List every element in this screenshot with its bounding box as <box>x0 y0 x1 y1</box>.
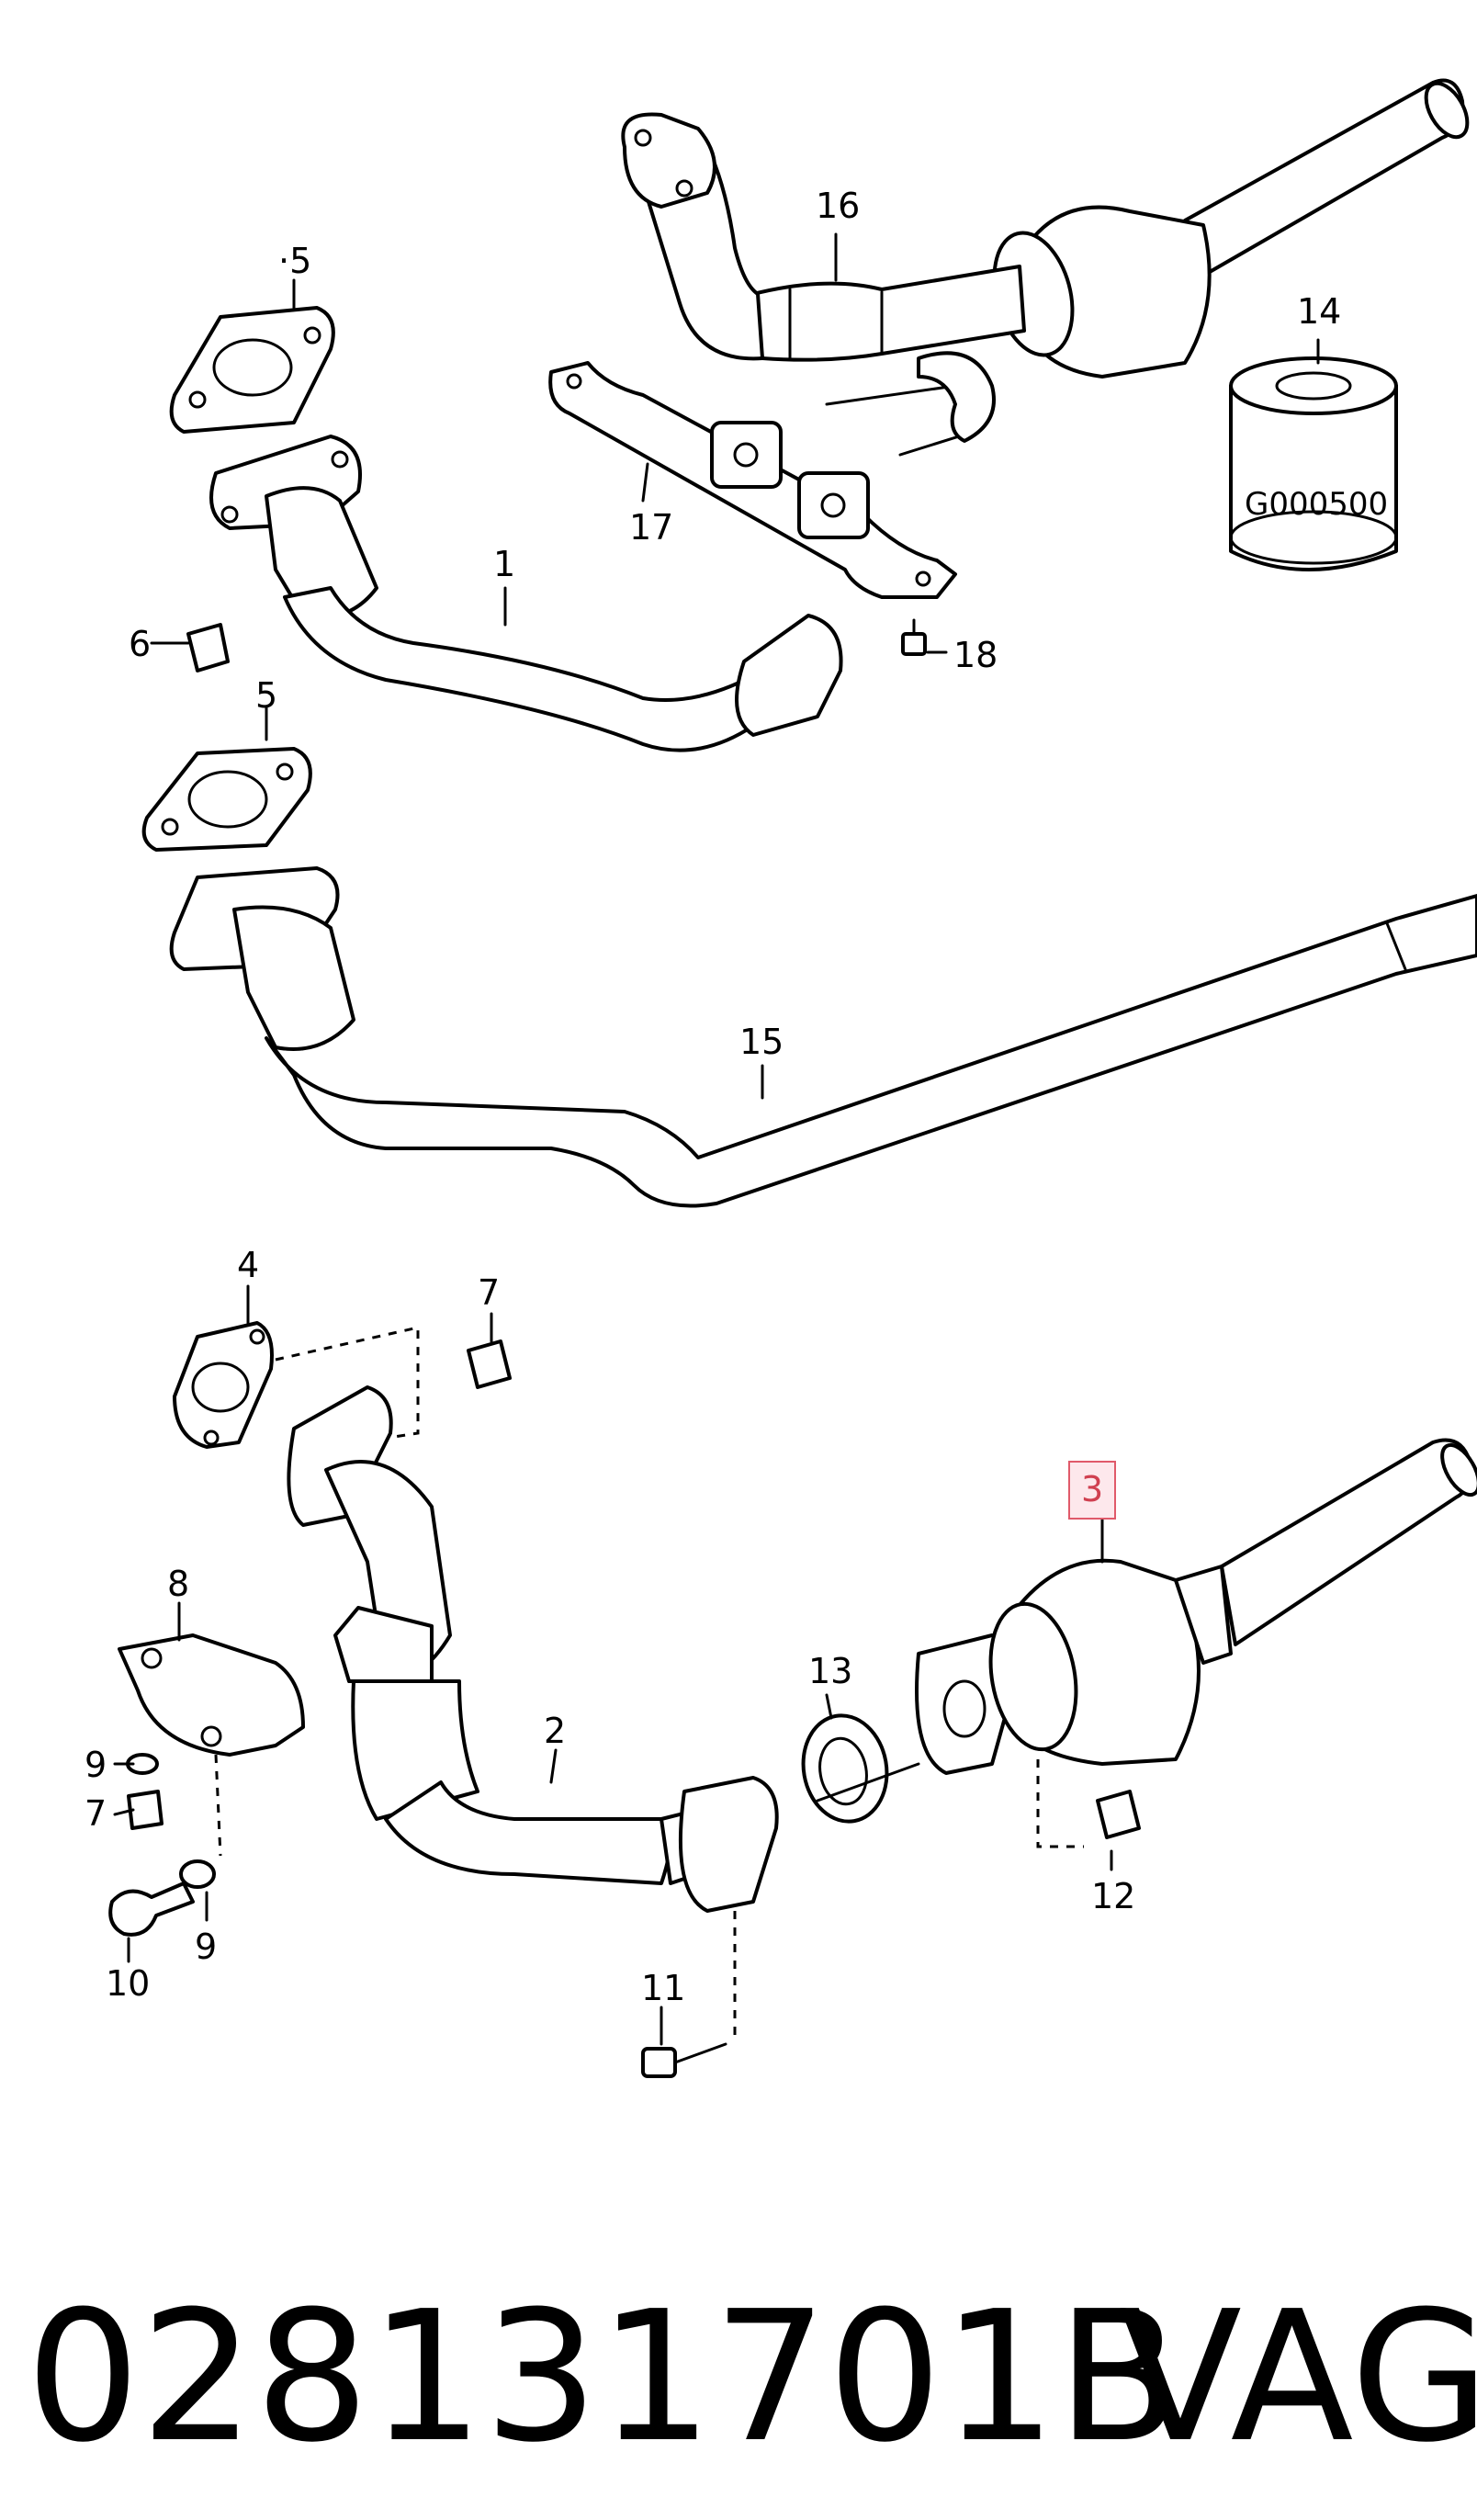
callout-5-top: ·5 <box>278 241 312 281</box>
part-4-gasket <box>173 1321 274 1449</box>
part-18-bolt <box>901 618 927 656</box>
callout-8: 8 <box>167 1564 190 1604</box>
part-2-pipe <box>287 1385 779 1913</box>
brand-name: VAG <box>1119 2273 1477 2482</box>
callout-18: 18 <box>953 635 998 675</box>
callout-13: 13 <box>808 1651 853 1691</box>
callout-11: 11 <box>641 1968 686 2008</box>
part-13-ring <box>801 1713 889 1824</box>
callout-17: 17 <box>629 507 674 548</box>
callout-12: 12 <box>1091 1876 1136 1916</box>
exhaust-parts-diagram: G000500 <box>108 78 1477 2078</box>
part-5-gasket-top <box>169 306 335 434</box>
callout-7-left: 7 <box>85 1793 107 1834</box>
callout-14: 14 <box>1297 291 1342 332</box>
filter-label: G000500 <box>1245 486 1388 523</box>
leader-lines <box>113 232 1320 2046</box>
callout-4: 4 <box>237 1245 260 1285</box>
callout-7-top: 7 <box>478 1272 501 1313</box>
part-11-bolt <box>641 1911 737 2078</box>
callout-16: 16 <box>816 186 861 226</box>
part-8-bracket <box>118 1633 305 1757</box>
part-17-bracket <box>548 351 996 599</box>
callout-3-highlighted[interactable]: 3 <box>1068 1461 1117 1520</box>
callout-9-bottom: 9 <box>195 1927 218 1967</box>
callout-1: 1 <box>493 544 516 584</box>
callout-9-left: 9 <box>85 1745 107 1785</box>
part-1-front-pipe <box>209 435 843 752</box>
callout-15: 15 <box>739 1022 784 1062</box>
part-14-filter-cylinder: G000500 <box>1229 356 1398 571</box>
callout-2: 2 <box>544 1711 567 1751</box>
part-12-nut <box>1096 1790 1141 1839</box>
part-16-catalytic-pipe <box>621 78 1470 379</box>
part-5-gasket-middle <box>141 747 312 852</box>
part-3-catalytic-converter <box>816 1438 1477 1848</box>
callout-10: 10 <box>106 1963 151 2004</box>
part-number: 028131701B <box>26 2273 1180 2482</box>
callout-6: 6 <box>129 624 152 664</box>
parts-9-7-10-hardware <box>108 1753 222 1937</box>
part-7-nut-top <box>467 1339 512 1389</box>
callout-5-middle: 5 <box>255 675 278 716</box>
part-15-long-pipe <box>169 866 1477 1208</box>
part-6-nut <box>186 623 230 672</box>
